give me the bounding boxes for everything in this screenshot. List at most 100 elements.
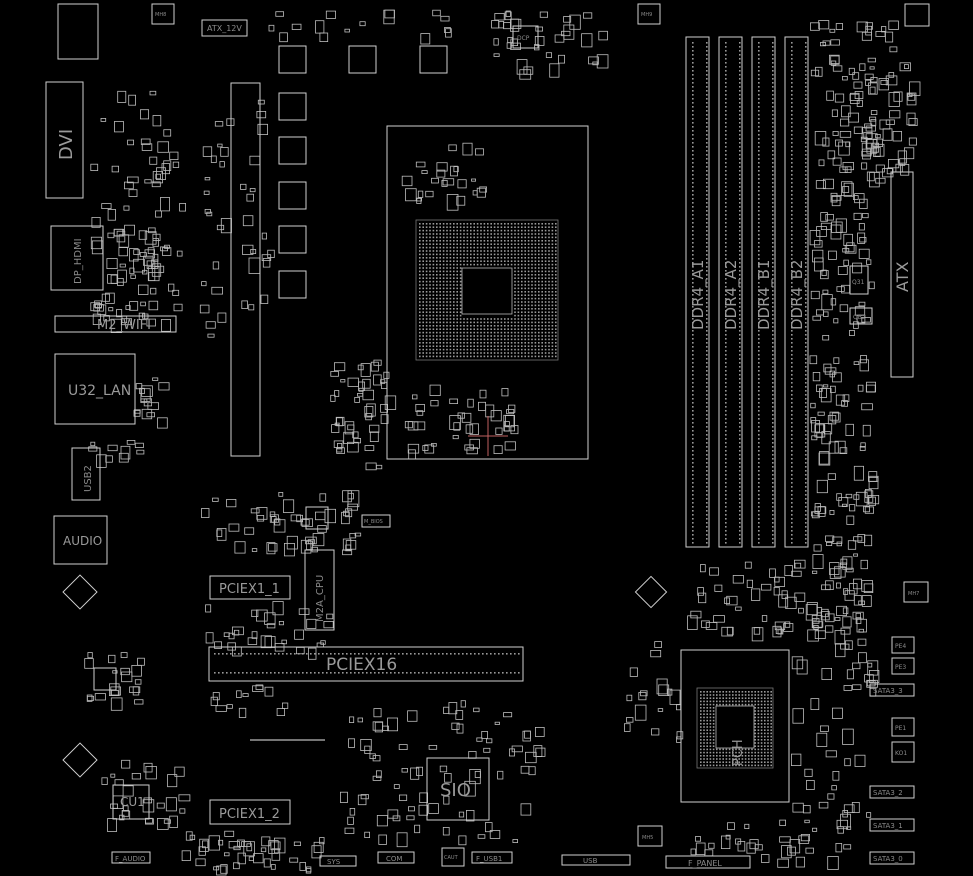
dimm-pin (692, 42, 694, 44)
cpu-land (527, 294, 530, 296)
pch-ball (706, 742, 708, 744)
cpu-land (524, 355, 526, 358)
dimm-pin (791, 54, 793, 56)
dimm-pin (758, 450, 760, 452)
smd-pad (278, 491, 284, 497)
dimm-pin (772, 334, 774, 336)
dimm-pin (758, 210, 760, 212)
dimm-pin (692, 58, 694, 60)
pch-ball (735, 700, 737, 703)
dimm-pin (692, 238, 694, 240)
dimm-pin (706, 406, 708, 408)
cpu-land (429, 287, 431, 290)
dimm-pin (692, 526, 694, 528)
cpu-land (449, 223, 452, 225)
pch-ball (760, 735, 763, 738)
cpu-land (555, 250, 557, 252)
smd-pad (138, 230, 148, 240)
dimm-pin (772, 154, 774, 156)
smd-pad (219, 161, 225, 168)
dimm-pin (772, 482, 774, 484)
cpu-land (439, 236, 441, 239)
cpu-land (446, 267, 448, 269)
cpu-land (439, 229, 441, 232)
cpu-land (436, 233, 438, 235)
dimm-pin (692, 146, 694, 148)
dimm-pin (772, 526, 774, 528)
smd-pad (264, 612, 276, 625)
smd-pad (119, 814, 125, 821)
cpu-land (453, 328, 455, 330)
smd-pad (300, 519, 310, 526)
smd-pad (812, 315, 822, 321)
cpu-land (531, 253, 533, 256)
dimm-pin (706, 98, 708, 100)
cpu-land (517, 274, 520, 276)
cpu-land (446, 342, 448, 344)
pcie-pin (214, 672, 216, 674)
cpu-land (449, 277, 452, 279)
dimm-pin (725, 178, 727, 180)
smd-pad (260, 847, 267, 853)
cpu-land (538, 260, 540, 262)
pcie-pin (378, 653, 380, 655)
dimm-pin (791, 218, 793, 220)
smd-pad (489, 830, 501, 839)
smd-pad (506, 409, 515, 415)
dimm-pin (706, 454, 708, 456)
dimm-pin (692, 138, 694, 140)
cpu-land (432, 284, 435, 286)
cpu-land (538, 311, 540, 313)
smd-pad (825, 625, 834, 633)
cpu-land (432, 270, 435, 273)
dimm-pin (725, 206, 727, 208)
dimm-pin (758, 94, 760, 96)
cpu-land (555, 314, 557, 317)
cpu-land (446, 294, 448, 296)
smd-pad (624, 723, 631, 732)
cpu-land (527, 304, 530, 307)
smd-pad (676, 704, 682, 711)
cpu-land (442, 274, 445, 276)
dimm-pin (758, 70, 760, 72)
cpu-land (490, 355, 492, 358)
smd-pad (840, 562, 847, 568)
cpu-land (524, 294, 526, 296)
cpu-land (548, 236, 550, 239)
dimm-pin (758, 42, 760, 44)
cpu-land (531, 355, 533, 358)
cpu-land (544, 301, 547, 303)
dimm-pin (725, 354, 727, 356)
cpu-land (422, 311, 424, 313)
smd-pad (853, 553, 858, 557)
dimm-pin (692, 462, 694, 464)
cpu-land (439, 325, 441, 327)
cpu-land (473, 233, 475, 235)
smd-pad (853, 81, 863, 89)
cpu-land (497, 226, 499, 228)
smd-pad (178, 794, 191, 802)
cpu-land (534, 348, 537, 351)
dimm-pin (692, 386, 694, 388)
pcie-pin (398, 653, 400, 655)
cpu-land (534, 342, 537, 344)
cpu-land (453, 291, 455, 293)
cpu-land (436, 304, 438, 307)
smd-pad (842, 728, 854, 745)
cpu-land (524, 335, 526, 337)
cpu-land (436, 342, 438, 344)
cpu-land (493, 246, 496, 249)
smd-pad (341, 511, 350, 525)
pcie-pin (310, 653, 312, 655)
dimm-pin (791, 86, 793, 88)
cpu-land (425, 342, 428, 344)
cpu-land (538, 338, 540, 341)
pcie-pin (466, 672, 468, 674)
dimm-pin (739, 70, 741, 72)
cpu-land (419, 348, 421, 351)
smd-pad (428, 803, 439, 814)
cpu-land (497, 328, 499, 330)
cpu-land (514, 284, 516, 286)
smd-pad (840, 558, 848, 565)
dimm-pin (739, 310, 741, 312)
